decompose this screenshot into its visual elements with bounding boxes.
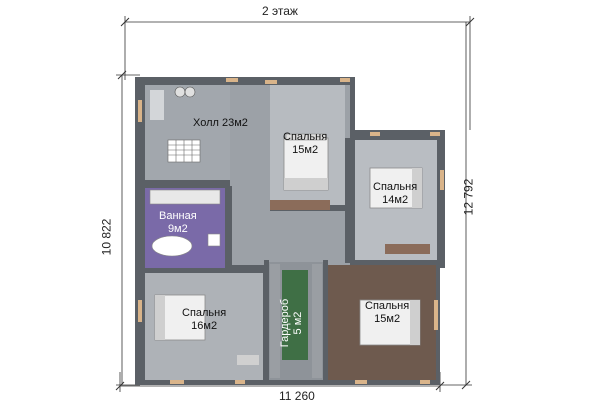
bedroom-left-area: 16м2 [191,320,218,332]
bed-left [154,294,206,341]
bed-bottom [359,299,421,346]
appliance [174,86,186,98]
bedroom-top-name: Спальня [283,131,328,143]
desk-top [270,200,330,210]
bedroom-left-label: Спальня 16м2 [182,307,226,333]
bed-right [369,167,423,209]
desk-left [237,355,259,365]
dimension-ticks [115,17,475,391]
stairs [167,139,201,163]
dimension-bottom: 11 260 [279,389,315,403]
bedroom-right-label: Спальня 14м2 [373,181,417,207]
desk-right [385,244,430,254]
bedroom-right-name: Спальня [373,181,418,193]
bathroom-label: Ванная 9м2 [159,210,197,236]
bedroom-top-label: Спальня 15м2 [283,131,327,157]
appliance [184,86,196,98]
dimension-left: 10 822 [99,218,114,256]
wardrobe-name: Гардероб [279,298,292,348]
bedroom-bottom-name: Спальня [365,300,410,312]
bathroom-area: 9м2 [167,223,188,235]
stairwell [150,90,164,120]
wardrobe-label: Гардероб 5 м2 [279,299,305,347]
bathroom-name: Ванная [159,210,197,222]
dimension-right: 12 792 [461,178,476,216]
bath-fixtures [149,189,221,257]
bedroom-top-area: 15м2 [292,144,319,156]
wardrobe-shelves [270,264,322,378]
hall-name: Холл 23м2 [193,117,248,129]
bed-top [283,133,329,191]
wardrobe-area: 5 м2 [292,311,305,335]
hall-label: Холл 23м2 [193,117,248,130]
bedroom-right-area: 14м2 [382,194,409,206]
floor-title: 2 этаж [262,4,298,18]
bedroom-bottom-label: Спальня 15м2 [365,300,409,326]
bedroom-left-name: Спальня [182,307,227,319]
bedroom-bottom-area: 15м2 [374,313,401,325]
windows [138,78,444,384]
